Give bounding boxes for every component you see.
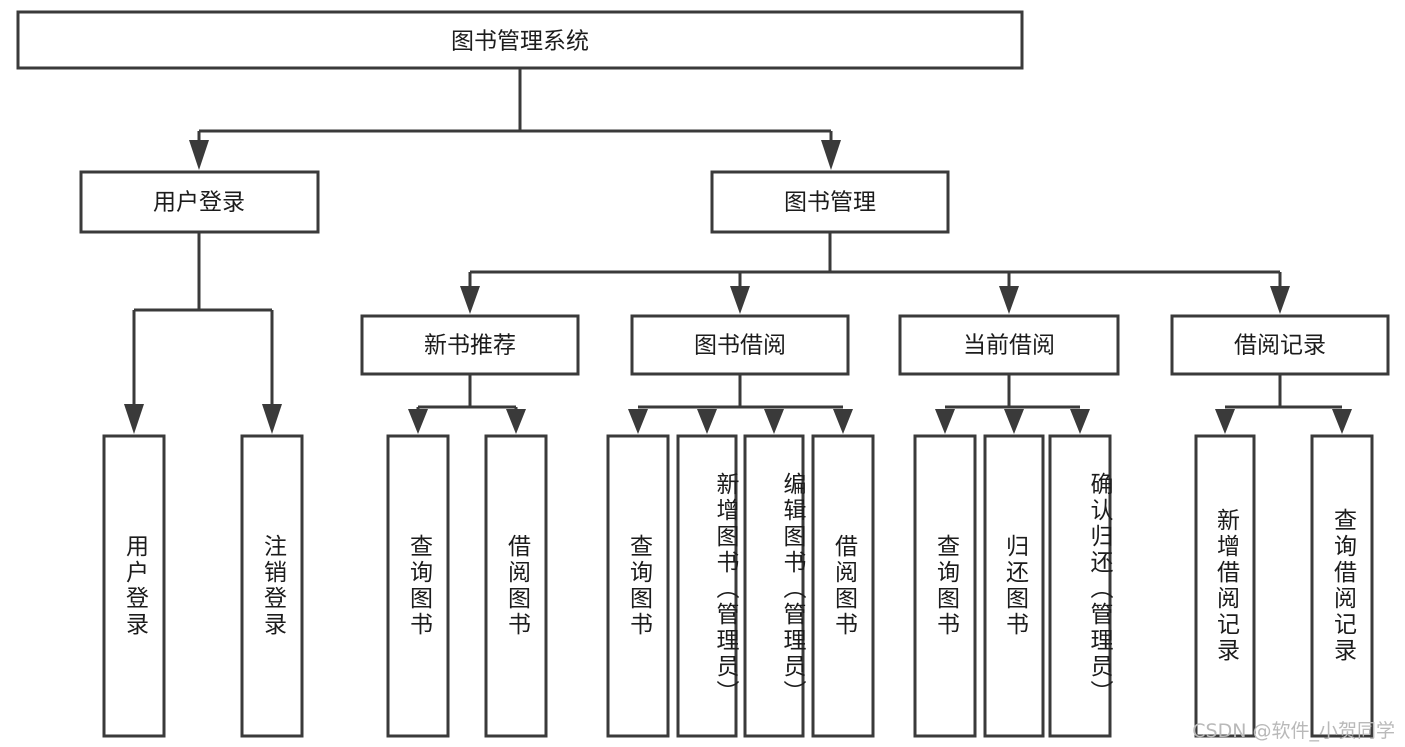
node-user-login-box[interactable] — [79, 170, 320, 234]
leaf-cb-confirm-return-box[interactable] — [1048, 434, 1112, 738]
arrowhead-current-borrow — [999, 286, 1019, 314]
arrowhead-bb-edit-book — [764, 409, 784, 434]
leaf-bb-borrow-book-box[interactable] — [811, 434, 875, 738]
leaf-nbr-query-book-box[interactable] — [386, 434, 450, 738]
leaf-br-query-record-box[interactable] — [1310, 434, 1374, 738]
node-root-label: 图书管理系统 — [451, 29, 589, 55]
leaf-cb-return-book-box[interactable] — [983, 434, 1045, 738]
arrowhead-book-manage — [821, 140, 841, 170]
node-user-login-label: 用户登录 — [153, 190, 245, 216]
leaf-cb-query-book-box[interactable] — [913, 434, 977, 738]
leaf-user-login-box[interactable] — [102, 434, 166, 738]
node-current-borrow-label: 当前借阅 — [963, 333, 1055, 359]
node-new-book-recommend-box[interactable] — [360, 314, 580, 376]
arrowhead-borrow-record — [1270, 286, 1290, 314]
arrowhead-bb-borrow-book — [833, 409, 853, 434]
arrowhead-br-add-record — [1215, 409, 1235, 434]
node-new-book-recommend-label: 新书推荐 — [424, 333, 516, 359]
leaf-logout-box[interactable] — [240, 434, 304, 738]
leaf-bb-edit-book-box[interactable] — [743, 434, 805, 738]
arrowhead-bb-add-book — [697, 409, 717, 434]
arrowhead-cb-confirm-return — [1070, 409, 1090, 434]
node-root-box[interactable] — [16, 10, 1024, 70]
arrowhead-book-borrow — [730, 286, 750, 314]
arrowhead-cb-return-book — [1004, 409, 1024, 434]
arrowhead-br-query-record — [1332, 409, 1352, 434]
node-current-borrow-box[interactable] — [898, 314, 1120, 376]
arrowhead-new-book-recommend — [460, 286, 480, 314]
leaf-nbr-borrow-book-box[interactable] — [484, 434, 548, 738]
node-book-borrow-label: 图书借阅 — [694, 333, 786, 359]
node-borrow-record-label: 借阅记录 — [1234, 333, 1326, 359]
arrowhead-bb-query-book — [628, 409, 648, 434]
arrowhead-leaf-logout — [262, 404, 282, 434]
arrowhead-cb-query-book — [935, 409, 955, 434]
arrowhead-nbr-query-book — [408, 409, 428, 434]
arrowhead-nbr-borrow-book — [506, 409, 526, 434]
leaf-bb-query-book-box[interactable] — [606, 434, 670, 738]
arrowhead-leaf-user-login — [124, 404, 144, 434]
leaf-br-add-record-box[interactable] — [1194, 434, 1256, 738]
node-book-manage-label: 图书管理 — [784, 190, 876, 216]
arrowhead-user-login — [189, 140, 209, 170]
leaf-bb-add-book-box[interactable] — [676, 434, 738, 738]
